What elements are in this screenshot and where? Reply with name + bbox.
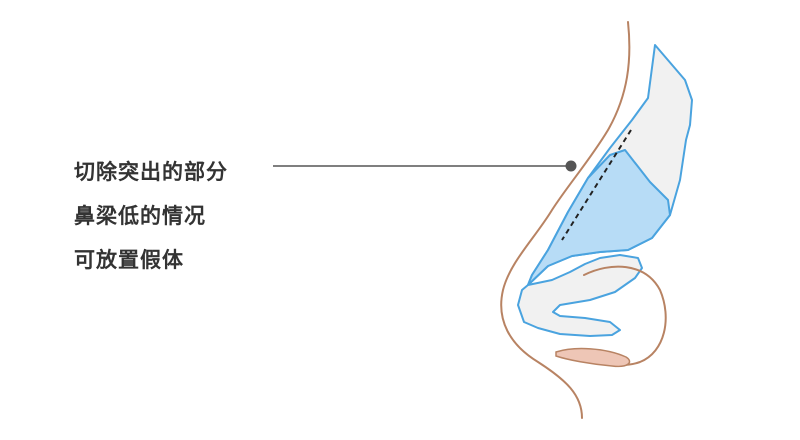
skin-profile-outline [500,21,631,419]
annotation-line-2: 鼻梁低的情况 [74,204,206,228]
annotation-dot [565,160,577,172]
tip-cartilage-shape [517,254,643,337]
annotation-line-3: 可放置假体 [74,248,184,272]
annotation-line-1: 切除突出的部分 [74,160,228,184]
implant-shape [527,149,671,286]
annotation-text: 切除突出的部分 鼻梁低的情况 可放置假体 [74,150,228,282]
nostril-shape [555,347,631,368]
cut-line [561,129,632,241]
